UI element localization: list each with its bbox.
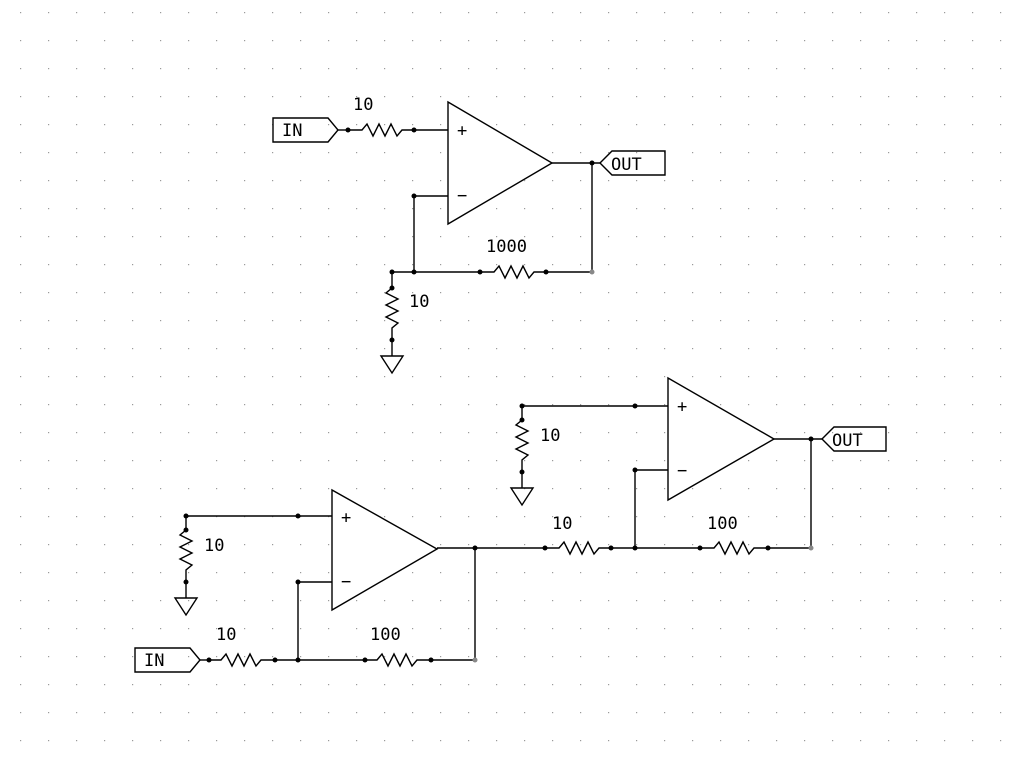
output-port-1-label: OUT <box>611 155 642 175</box>
opamp-2-plus: + <box>341 508 351 528</box>
output-port-2-label: OUT <box>832 431 863 451</box>
opamp-1[interactable]: + − <box>447 100 554 226</box>
resistor-c2s1-rf[interactable]: 100 <box>365 625 431 668</box>
opamp-1-minus: − <box>457 186 467 206</box>
opamp-2[interactable]: + − <box>331 488 439 612</box>
output-port-1[interactable]: OUT <box>599 150 666 176</box>
output-port-2[interactable]: OUT <box>821 426 887 452</box>
resistor-c2s1-rg-label: 10 <box>204 536 224 556</box>
resistor-c2s1-rf-label: 100 <box>370 625 401 645</box>
input-port-2[interactable]: IN <box>134 647 201 673</box>
grid-dots <box>20 12 1002 742</box>
opamp-3[interactable]: + − <box>667 376 776 502</box>
resistor-c2s1-rg[interactable]: 10 <box>178 516 224 582</box>
resistor-c1-rg[interactable]: 10 <box>384 272 429 340</box>
resistor-c1-rin-label: 10 <box>353 95 373 115</box>
resistor-c2s1-rin-label: 10 <box>216 625 236 645</box>
resistor-c1-rin[interactable]: 10 <box>348 95 414 138</box>
resistor-c2s1-rin[interactable]: 10 <box>209 625 275 668</box>
resistor-c2s2-rf-label: 100 <box>707 514 738 534</box>
resistor-c1-rf[interactable]: 1000 <box>480 237 546 280</box>
circuit-1: IN 10 + − OUT 1000 <box>272 95 666 375</box>
opamp-3-minus: − <box>677 461 687 481</box>
resistor-c2s2-rf[interactable]: 100 <box>700 514 768 556</box>
resistor-c2s2-rin-label: 10 <box>552 514 572 534</box>
resistor-c2s2-rg[interactable]: 10 <box>514 406 560 472</box>
resistor-c1-rf-label: 1000 <box>486 237 527 257</box>
opamp-1-plus: + <box>457 121 467 141</box>
ground-symbol-2 <box>173 597 199 617</box>
resistor-c2s2-rin[interactable]: 10 <box>545 514 611 556</box>
resistor-c2s2-rg-label: 10 <box>540 426 560 446</box>
input-port-1-label: IN <box>282 121 302 141</box>
opamp-3-plus: + <box>677 397 687 417</box>
circuit-2: IN 10 100 + − 10 10 <box>134 376 887 673</box>
opamp-2-minus: − <box>341 572 351 592</box>
ground-symbol-3 <box>509 487 535 507</box>
input-port-1[interactable]: IN <box>272 117 339 143</box>
ground-symbol-1 <box>379 355 405 375</box>
resistor-c1-rg-label: 10 <box>409 292 429 312</box>
input-port-2-label: IN <box>144 651 164 671</box>
